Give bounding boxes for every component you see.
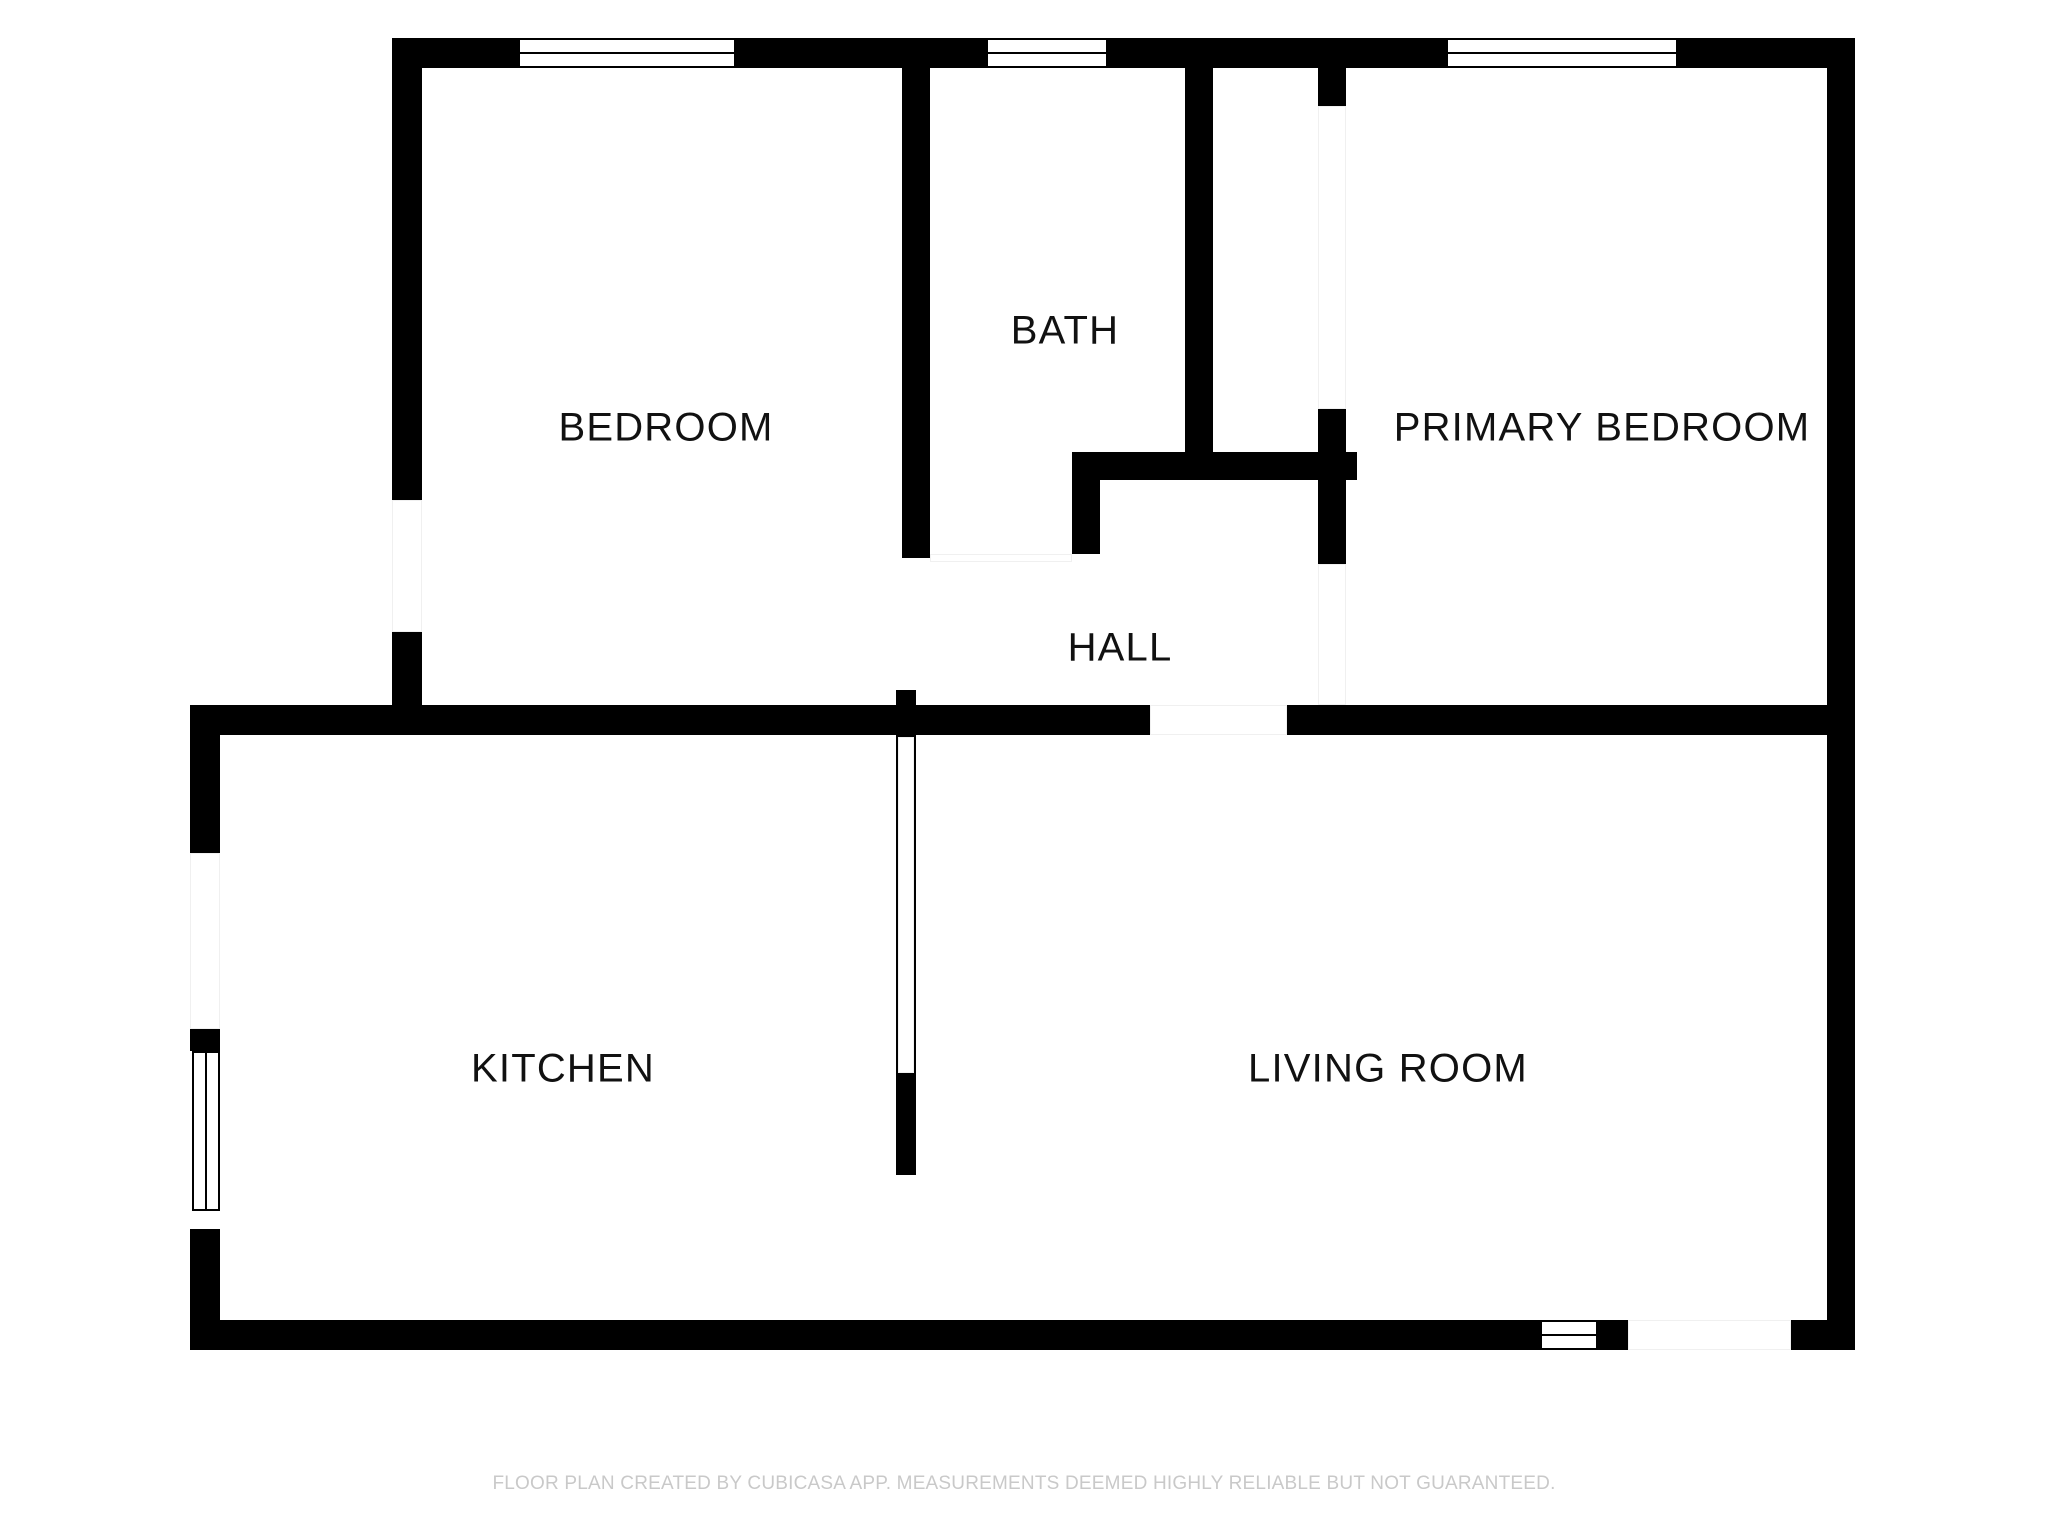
- hall-living-opening[interactable]: [1150, 705, 1287, 735]
- primary-bedroom-window: [1446, 38, 1678, 68]
- primary-bedroom-door[interactable]: [1318, 106, 1346, 409]
- wall-stub-bath-door-jamb: [902, 520, 930, 554]
- bedroom-window: [518, 38, 736, 68]
- wall-stub-kitchen-living-top: [896, 690, 916, 735]
- room-label-bath: BATH: [1010, 308, 1120, 353]
- bedroom-door[interactable]: [392, 500, 422, 632]
- exterior-wall-left-bedroom-top: [392, 38, 422, 500]
- exterior-wall-top-right: [1678, 38, 1855, 68]
- interior-wall-hall-top: [1185, 452, 1346, 480]
- exterior-wall-bottom-left: [190, 1320, 1540, 1350]
- wall-stub-primary-bottom: [1318, 409, 1346, 564]
- room-label-living-room: LIVING ROOM: [1248, 1046, 1528, 1091]
- bath-window: [986, 38, 1108, 68]
- room-label-kitchen: KITCHEN: [471, 1046, 655, 1091]
- room-label-primary-bedroom: PRIMARY BEDROOM: [1393, 405, 1811, 450]
- wall-segment-left-1: [190, 1029, 220, 1051]
- interior-wall-mid-left: [190, 705, 929, 735]
- interior-wall-mid-right: [1287, 705, 1855, 735]
- interior-wall-bath-jog-stub: [1072, 520, 1100, 554]
- interior-wall-bedroom-bath: [902, 38, 930, 558]
- room-label-hall: HALL: [1067, 625, 1173, 670]
- room-label-bedroom: BEDROOM: [558, 405, 774, 450]
- footer-disclaimer: FLOOR PLAN CREATED BY CUBICASA APP. MEAS…: [492, 1473, 1556, 1494]
- interior-wall-kitchen-living-solid: [896, 1075, 916, 1175]
- wall-segment-top-2: [736, 38, 986, 68]
- interior-wall-bath-right: [1185, 38, 1213, 458]
- exterior-wall-left-lower: [190, 1229, 220, 1350]
- living-room-patio-door[interactable]: [1628, 1320, 1791, 1350]
- wall-segment-top-1: [510, 38, 518, 68]
- interior-wall-mid-center: [929, 705, 1150, 735]
- kitchen-living-opening[interactable]: [898, 737, 914, 1073]
- living-room-window: [1540, 1320, 1598, 1350]
- wall-stub-primary-top: [1318, 38, 1346, 106]
- primary-bedroom-hall-gap: [1318, 564, 1346, 705]
- wall-segment-bottom-1: [1598, 1320, 1628, 1350]
- kitchen-entry-door[interactable]: [190, 853, 220, 1029]
- exterior-wall-right: [1827, 38, 1855, 1350]
- exterior-wall-bottom-right: [1791, 1320, 1855, 1350]
- wall-segment-top-3: [1108, 38, 1446, 68]
- kitchen-window: [192, 1051, 220, 1211]
- bedroom-hall-door[interactable]: [930, 554, 1072, 562]
